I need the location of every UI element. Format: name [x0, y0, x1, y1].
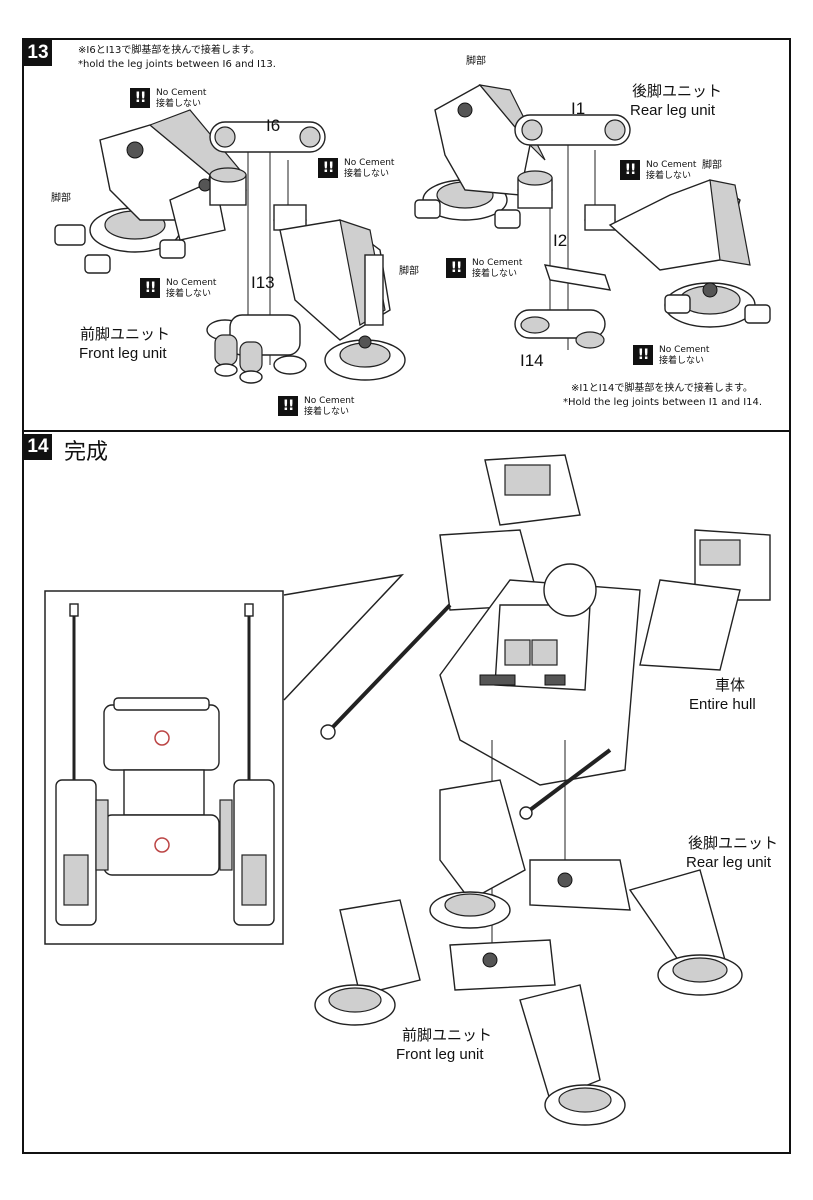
- step-14-number: 14: [24, 434, 52, 460]
- no-cement-jp: 接着しない: [646, 171, 692, 181]
- step-14-title: 完成: [64, 440, 109, 465]
- step-13-number: 13: [24, 40, 52, 66]
- instruction-frame: [22, 38, 791, 1154]
- leg-label-left-2: 脚部: [399, 266, 419, 277]
- no-cement-jp: 接着しない: [166, 289, 212, 299]
- part-label-i14: I14: [520, 351, 544, 370]
- front-unit-label-en: Front leg unit: [79, 345, 167, 362]
- no-cement-en: No Cement: [156, 88, 207, 98]
- step-13-note-en: *hold the leg joints between I6 and I13.: [78, 59, 276, 70]
- step-divider: [22, 430, 791, 432]
- no-cement-jp: 接着しない: [344, 169, 390, 179]
- warning-icon: !!: [318, 158, 338, 178]
- no-cement-jp: 接着しない: [659, 356, 705, 366]
- part-label-i1: I1: [571, 99, 586, 118]
- no-cement-en: No Cement: [472, 258, 523, 268]
- leg-label-left-1: 脚部: [51, 193, 71, 204]
- no-cement-jp: 接着しない: [304, 407, 350, 417]
- no-cement-en: No Cement: [304, 396, 355, 406]
- step-13-note2-en: *Hold the leg joints between I1 and I14.: [563, 397, 763, 408]
- step-13-note-jp: ※I6とI13で脚基部を挟んで接着します。: [78, 45, 260, 56]
- no-cement-en: No Cement: [166, 278, 217, 288]
- rear-unit-label-en: Rear leg unit: [630, 102, 716, 119]
- warning-icon: !!: [130, 88, 150, 108]
- front-unit-label-jp-14: 前脚ユニット: [402, 1027, 493, 1044]
- inset-callout-pointer: [283, 573, 405, 701]
- completed-vehicle-illustration: [314, 454, 771, 1126]
- warning-icon: !!: [633, 345, 653, 365]
- warning-icon: !!: [446, 258, 466, 278]
- warning-icon: !!: [140, 278, 160, 298]
- hull-label-jp: 車体: [715, 677, 746, 694]
- hull-label-en: Entire hull: [689, 696, 756, 713]
- front-unit-label-en-14: Front leg unit: [396, 1046, 484, 1063]
- leg-label-rear-1: 脚部: [466, 56, 486, 67]
- no-cement-en: No Cement: [344, 158, 395, 168]
- part-label-i6: I6: [266, 116, 281, 135]
- step-13-note2-jp: ※I1とI14で脚基部を挟んで接着します。: [571, 383, 753, 394]
- warning-icon: !!: [278, 396, 298, 416]
- rear-view-inset: [44, 590, 284, 945]
- no-cement-en: No Cement: [659, 345, 710, 355]
- warning-icon: !!: [620, 160, 640, 180]
- front-leg-assembly-illustration: [54, 109, 406, 384]
- no-cement-jp: 接着しない: [156, 99, 202, 109]
- rear-leg-assembly-illustration: [414, 84, 771, 350]
- rear-unit-label-jp-14: 後脚ユニット: [688, 835, 779, 852]
- leg-label-rear-2: 脚部: [702, 160, 722, 171]
- front-unit-label-jp: 前脚ユニット: [80, 326, 171, 343]
- rear-unit-label-en-14: Rear leg unit: [686, 854, 772, 871]
- no-cement-jp: 接着しない: [472, 269, 518, 279]
- part-label-i2: I2: [553, 231, 568, 250]
- part-label-i13: I13: [251, 273, 275, 292]
- no-cement-en: No Cement: [646, 160, 697, 170]
- rear-unit-label-jp: 後脚ユニット: [632, 83, 723, 100]
